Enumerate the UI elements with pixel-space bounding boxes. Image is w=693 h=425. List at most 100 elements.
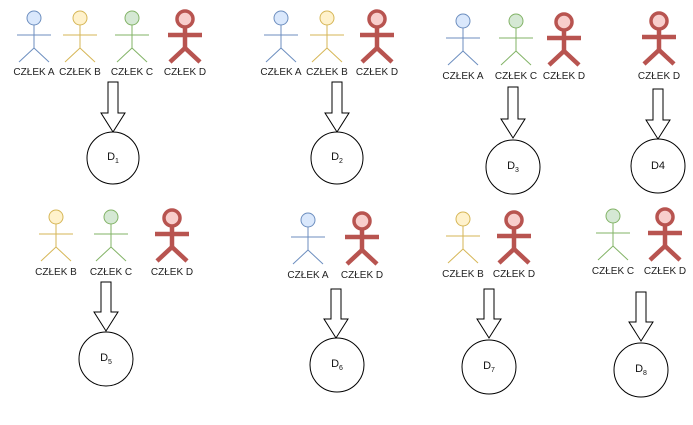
actor-label: CZŁEK C bbox=[591, 266, 635, 277]
actor-limb bbox=[64, 47, 81, 63]
actor-d-icon bbox=[642, 11, 676, 66]
actor-limb bbox=[375, 46, 394, 64]
node-circle-2 bbox=[310, 131, 364, 185]
actor-d-icon bbox=[497, 210, 531, 265]
node-label-subscript: 7 bbox=[491, 367, 495, 375]
actor-head bbox=[455, 13, 471, 29]
actor-head bbox=[367, 9, 387, 29]
down-arrow-7 bbox=[476, 288, 502, 339]
node-label-main: D bbox=[635, 362, 644, 375]
actor-limb bbox=[170, 245, 189, 263]
node-label-2: D2 bbox=[331, 151, 343, 165]
actor-label: CZŁEK A bbox=[287, 270, 329, 281]
actor-label: CZŁEK C bbox=[89, 267, 133, 278]
node-label-subscript: 1 bbox=[115, 158, 119, 166]
actor-head bbox=[124, 10, 140, 26]
actor-d-icon bbox=[360, 9, 394, 64]
down-arrow-2 bbox=[324, 81, 350, 133]
node-label-main: D bbox=[483, 359, 492, 372]
actor-d-icon bbox=[648, 207, 682, 262]
actor-label: CZŁEK B bbox=[35, 267, 77, 278]
actor-label: CZŁEK D bbox=[355, 67, 399, 78]
actor-limb bbox=[447, 50, 464, 66]
node-label-subscript: 2 bbox=[339, 158, 343, 166]
actor-limb bbox=[345, 248, 364, 266]
actor-limb bbox=[55, 246, 72, 262]
actor-c-icon bbox=[596, 208, 630, 261]
down-arrow-4 bbox=[645, 88, 671, 140]
actor-limb bbox=[515, 50, 532, 66]
node-label-5: D5 bbox=[100, 352, 112, 366]
node-label-6: D6 bbox=[331, 358, 343, 372]
actor-head bbox=[300, 212, 316, 228]
actor-limb bbox=[648, 244, 667, 262]
actor-head bbox=[605, 208, 621, 224]
actor-limb bbox=[462, 248, 479, 264]
actor-head bbox=[273, 10, 289, 26]
actor-b-icon bbox=[63, 10, 97, 63]
actor-limb bbox=[40, 246, 57, 262]
actor-label: CZŁEK D bbox=[542, 71, 586, 82]
actor-limb bbox=[597, 245, 614, 261]
actor-label: CZŁEK D bbox=[637, 71, 681, 82]
actor-head bbox=[175, 9, 195, 29]
actor-limb bbox=[292, 249, 309, 265]
node-label-8: D8 bbox=[635, 363, 647, 377]
actor-limb bbox=[79, 47, 96, 63]
actor-limb bbox=[168, 46, 187, 64]
actor-head bbox=[72, 10, 88, 26]
actor-head bbox=[655, 207, 675, 227]
actor-d-icon bbox=[547, 12, 581, 67]
node-label-main: D bbox=[507, 159, 516, 172]
actor-head bbox=[103, 209, 119, 225]
actor-head bbox=[455, 211, 471, 227]
actor-head bbox=[162, 208, 182, 228]
actor-a-icon bbox=[446, 13, 480, 66]
actor-c-icon bbox=[115, 10, 149, 63]
actor-a-icon bbox=[17, 10, 51, 63]
down-arrow-6 bbox=[323, 288, 349, 339]
down-arrow-5 bbox=[93, 281, 119, 332]
node-label-1: D1 bbox=[107, 151, 119, 165]
node-label-subscript: 6 bbox=[339, 365, 343, 373]
actor-limb bbox=[116, 47, 133, 63]
actor-limb bbox=[512, 247, 531, 265]
actor-limb bbox=[663, 244, 682, 262]
actor-limb bbox=[280, 47, 297, 63]
actor-label: CZŁEK A bbox=[442, 71, 484, 82]
actor-limb bbox=[500, 50, 517, 66]
actor-label: CZŁEK D bbox=[340, 270, 384, 281]
actor-c-icon bbox=[94, 209, 128, 262]
actor-d-icon bbox=[168, 9, 202, 64]
actor-limb bbox=[131, 47, 148, 63]
actor-limb bbox=[307, 249, 324, 265]
node-circle-7 bbox=[461, 339, 517, 395]
actor-a-icon bbox=[264, 10, 298, 63]
node-label-main: D4 bbox=[650, 160, 666, 172]
node-label-subscript: 8 bbox=[643, 370, 647, 378]
actor-limb bbox=[360, 46, 379, 64]
actor-limb bbox=[18, 47, 35, 63]
actor-label: CZŁEK C bbox=[110, 67, 154, 78]
actor-limb bbox=[547, 49, 566, 67]
actor-limb bbox=[311, 47, 328, 63]
actor-label: CZŁEK D bbox=[643, 266, 687, 277]
actor-b-icon bbox=[310, 10, 344, 63]
node-circle-4 bbox=[630, 138, 686, 194]
actor-label: CZŁEK A bbox=[13, 67, 55, 78]
actor-label: CZŁEK C bbox=[494, 71, 538, 82]
node-label-main: D bbox=[331, 357, 340, 370]
actor-limb bbox=[155, 245, 174, 263]
actor-b-icon bbox=[39, 209, 73, 262]
actor-label: CZŁEK B bbox=[306, 67, 348, 78]
actor-limb bbox=[642, 48, 661, 66]
down-arrow-3 bbox=[500, 86, 526, 139]
actor-head bbox=[554, 12, 574, 32]
node-label-7: D7 bbox=[483, 360, 495, 374]
actor-limb bbox=[360, 248, 379, 266]
actor-d-icon bbox=[345, 211, 379, 266]
actor-limb bbox=[612, 245, 629, 261]
node-circle-3 bbox=[485, 139, 541, 195]
actor-head bbox=[26, 10, 42, 26]
